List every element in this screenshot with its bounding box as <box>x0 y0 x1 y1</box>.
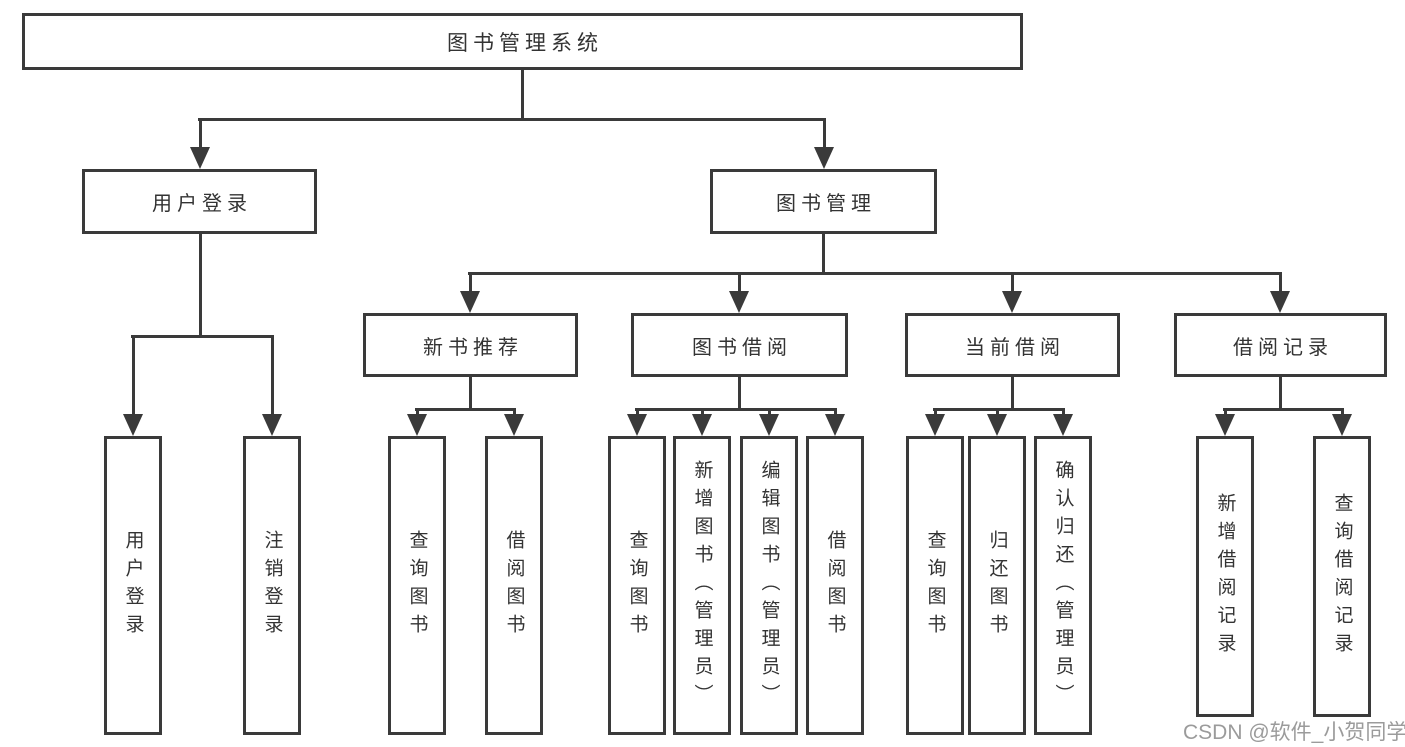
node-label: 查询图书 <box>406 529 428 642</box>
node-label: 用户登录 <box>152 193 252 215</box>
connector-line <box>521 70 524 120</box>
node-label: 确认归还（管理员） <box>1052 459 1074 712</box>
node-current-borrowing: 当前借阅 <box>905 313 1120 377</box>
arrowhead-down-icon <box>692 414 712 436</box>
arrowhead-down-icon <box>814 147 834 169</box>
connector-line <box>469 376 472 410</box>
node-book-management: 图书管理 <box>710 169 937 234</box>
connector-line <box>198 118 826 121</box>
node-book-borrowing: 图书借阅 <box>631 313 848 377</box>
watermark: CSDN @软件_小贺同学 <box>1183 721 1405 744</box>
connector-line <box>768 408 771 418</box>
leaf-borrow-books-rec: 借阅图书 <box>485 436 543 735</box>
arrowhead-down-icon <box>1215 414 1235 436</box>
leaf-query-borrow-record: 查询借阅记录 <box>1313 436 1371 717</box>
leaf-confirm-return-admin: 确认归还（管理员） <box>1034 436 1092 735</box>
connector-line <box>738 376 741 410</box>
connector-line <box>131 335 274 338</box>
node-new-book-recommendation: 新书推荐 <box>363 313 578 377</box>
connector-line <box>1062 408 1065 418</box>
leaf-return-books: 归还图书 <box>968 436 1026 735</box>
connector-line <box>822 233 825 274</box>
connector-line <box>934 408 937 418</box>
connector-line <box>1279 376 1282 410</box>
node-label: 图书管理系统 <box>447 31 603 55</box>
arrowhead-down-icon <box>123 414 143 436</box>
connector-line <box>635 408 837 411</box>
arrowhead-down-icon <box>987 414 1007 436</box>
connector-line <box>738 272 741 296</box>
connector-line <box>1011 272 1014 296</box>
node-label: 当前借阅 <box>965 336 1065 359</box>
leaf-logout: 注销登录 <box>243 436 301 735</box>
connector-line <box>1279 272 1282 296</box>
arrowhead-down-icon <box>627 414 647 436</box>
node-label: 查询图书 <box>626 529 648 642</box>
connector-line <box>823 118 826 151</box>
connector-line <box>513 408 516 418</box>
node-label: 图书管理 <box>776 193 876 215</box>
node-label: 归还图书 <box>986 529 1008 642</box>
arrowhead-down-icon <box>190 147 210 169</box>
connector-line <box>468 272 1282 275</box>
node-label: 注销登录 <box>261 529 283 642</box>
node-label: 借阅记录 <box>1233 336 1333 359</box>
arrowhead-down-icon <box>460 291 480 313</box>
leaf-borrow-books: 借阅图书 <box>806 436 864 735</box>
arrowhead-down-icon <box>504 414 524 436</box>
node-label: 用户登录 <box>122 529 144 642</box>
arrowhead-down-icon <box>1270 291 1290 313</box>
connector-line <box>271 335 274 417</box>
connector-line <box>996 408 999 418</box>
connector-line <box>933 408 1065 411</box>
connector-line <box>1223 408 1344 411</box>
connector-line <box>636 408 639 418</box>
connector-line <box>834 408 837 418</box>
arrowhead-down-icon <box>1053 414 1073 436</box>
leaf-add-borrow-record: 新增借阅记录 <box>1196 436 1254 717</box>
leaf-query-books-rec: 查询图书 <box>388 436 446 735</box>
connector-line <box>1341 408 1344 418</box>
connector-line <box>199 233 202 337</box>
arrowhead-down-icon <box>1332 414 1352 436</box>
connector-line <box>199 118 202 151</box>
arrowhead-down-icon <box>407 414 427 436</box>
arrowhead-down-icon <box>925 414 945 436</box>
connector-line <box>469 272 472 296</box>
arrowhead-down-icon <box>825 414 845 436</box>
node-label: 借阅图书 <box>503 529 525 642</box>
connector-line <box>416 408 419 418</box>
leaf-add-books-admin: 新增图书（管理员） <box>673 436 731 735</box>
arrowhead-down-icon <box>1002 291 1022 313</box>
node-label: 查询图书 <box>924 529 946 642</box>
connector-line <box>701 408 704 418</box>
node-label: 新书推荐 <box>423 336 523 359</box>
node-label: 借阅图书 <box>824 529 846 642</box>
node-library-management-system: 图书管理系统 <box>22 13 1023 70</box>
leaf-query-books-current: 查询图书 <box>906 436 964 735</box>
connector-line <box>132 335 135 417</box>
node-borrowing-records: 借阅记录 <box>1174 313 1387 377</box>
node-label: 编辑图书（管理员） <box>758 459 780 712</box>
leaf-query-books-borrow: 查询图书 <box>608 436 666 735</box>
arrowhead-down-icon <box>729 291 749 313</box>
node-label: 图书借阅 <box>692 336 792 359</box>
arrowhead-down-icon <box>759 414 779 436</box>
node-label: 新增借阅记录 <box>1214 492 1236 661</box>
node-label: 查询借阅记录 <box>1331 492 1353 661</box>
connector-line <box>415 408 516 411</box>
node-user-login: 用户登录 <box>82 169 317 234</box>
node-label: 新增图书（管理员） <box>691 459 713 712</box>
leaf-edit-books-admin: 编辑图书（管理员） <box>740 436 798 735</box>
arrowhead-down-icon <box>262 414 282 436</box>
leaf-user-login: 用户登录 <box>104 436 162 735</box>
connector-line <box>1011 376 1014 410</box>
connector-line <box>1224 408 1227 418</box>
